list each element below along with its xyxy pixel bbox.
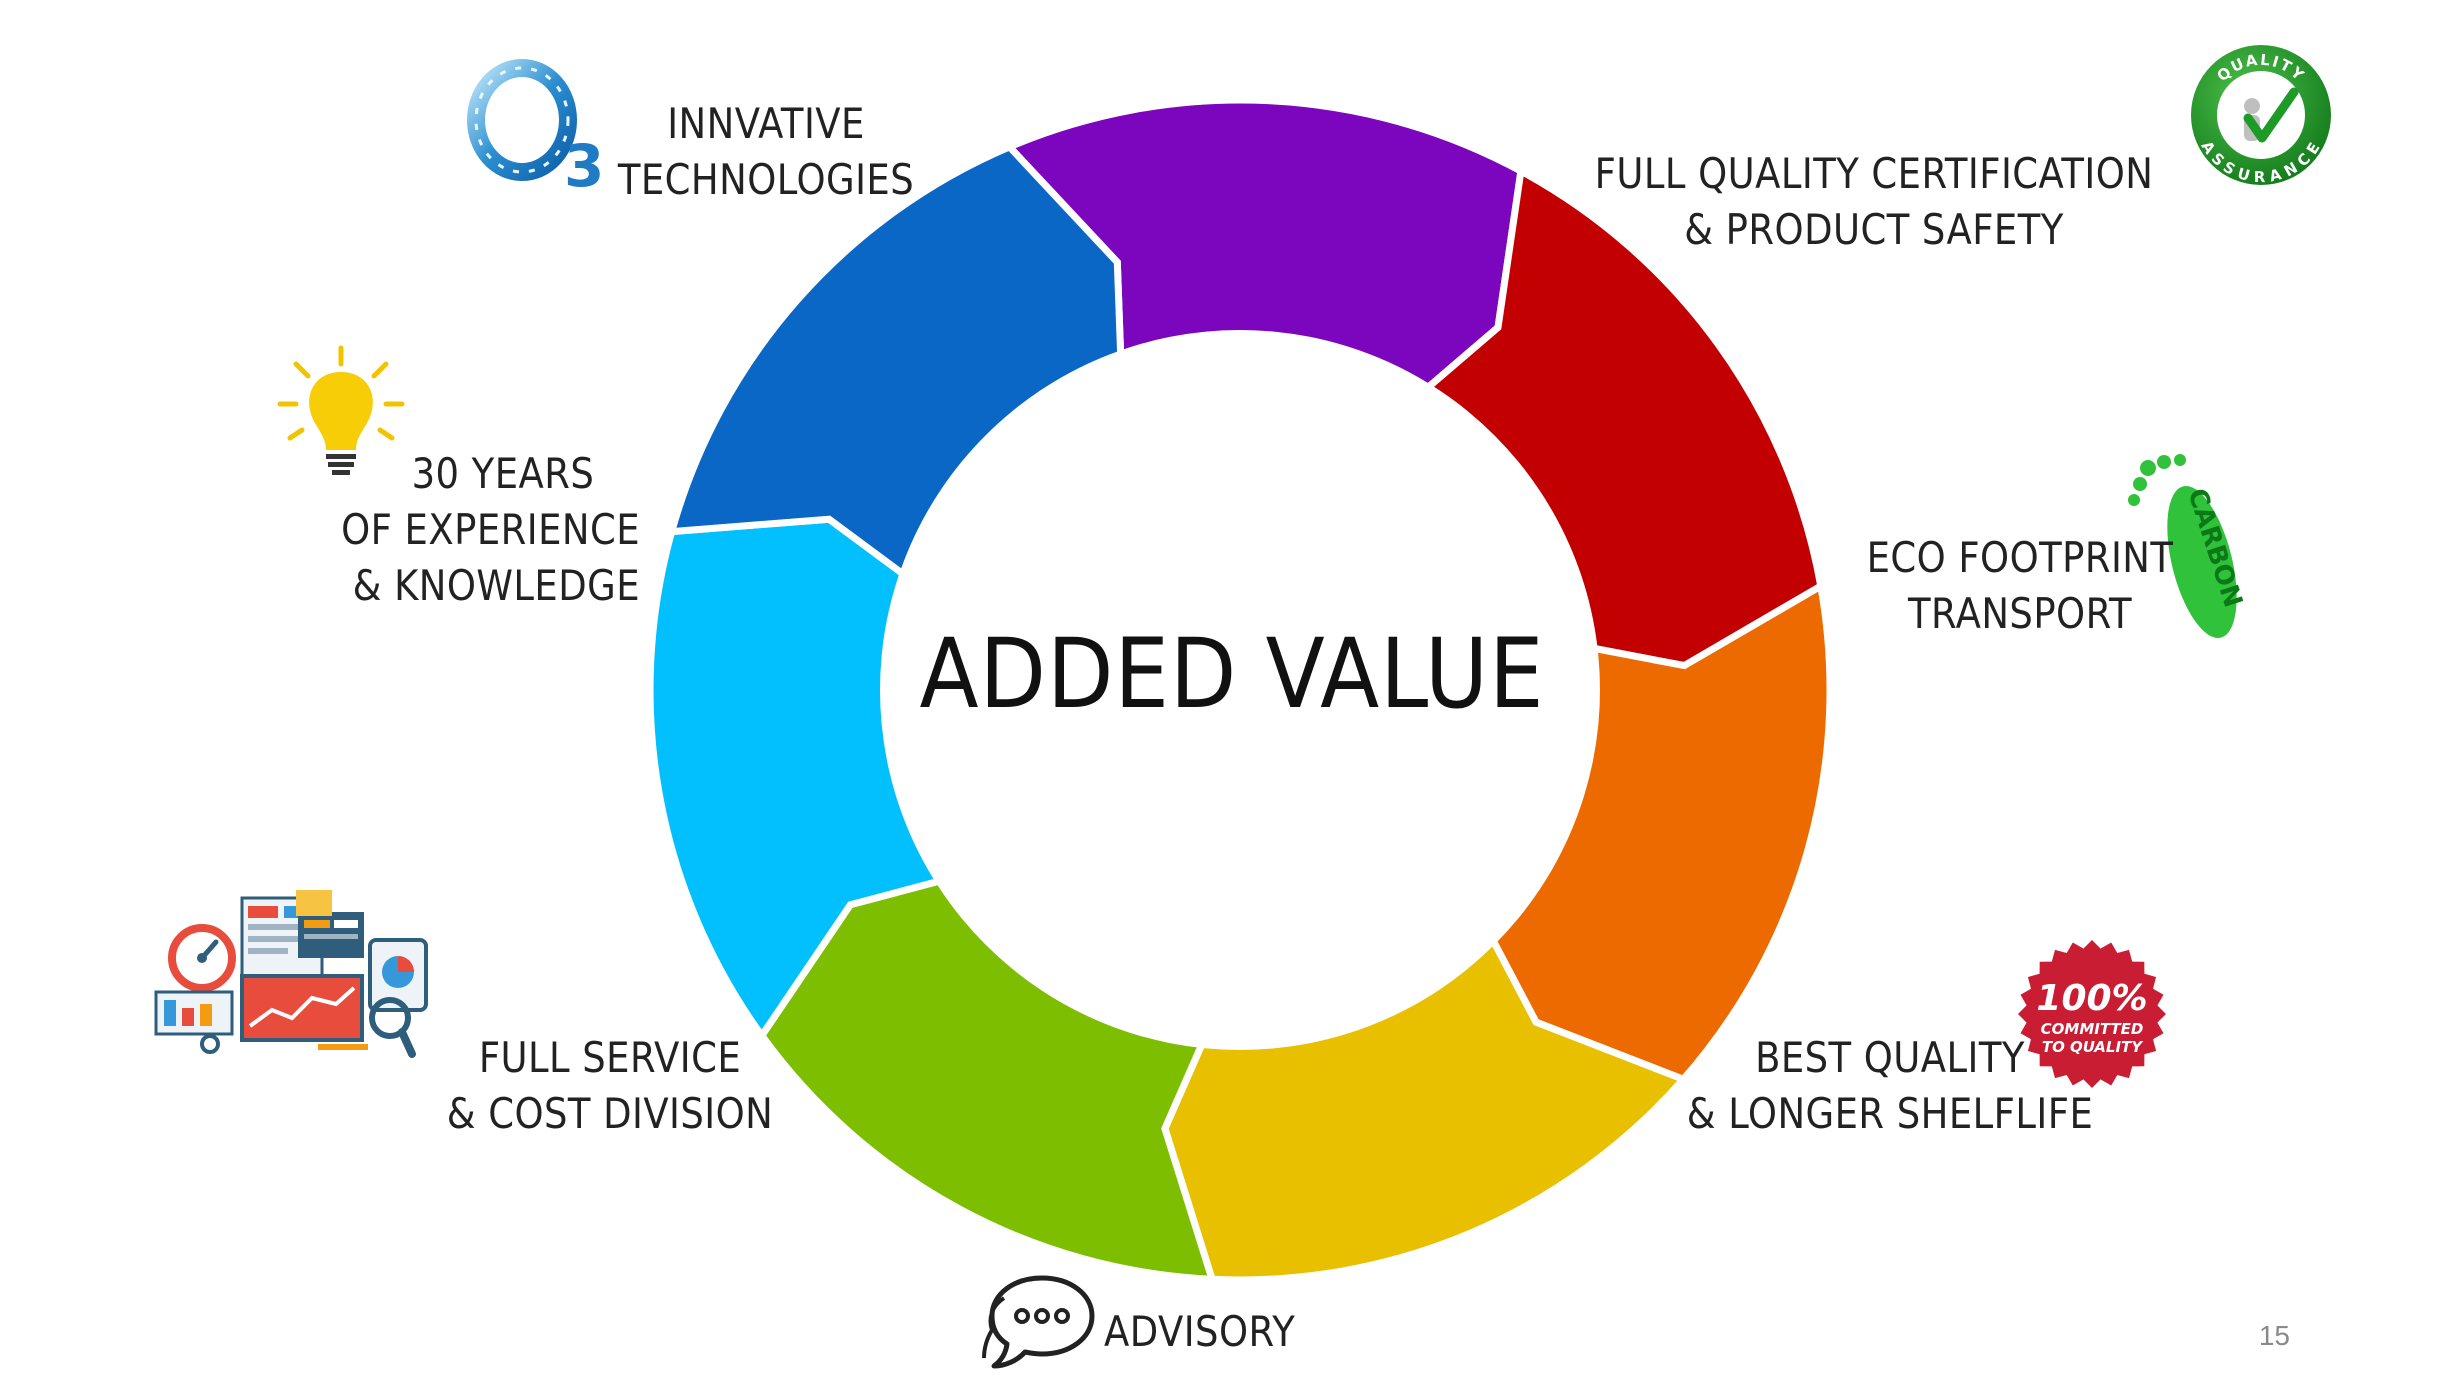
- committed-quality-seal-icon: 100% COMMITTED TO QUALITY: [2018, 940, 2166, 1088]
- label-line: TECHNOLOGIES: [617, 155, 915, 204]
- seal-line1: COMMITTED: [2041, 1020, 2144, 1038]
- seal-line2: TO QUALITY: [2042, 1038, 2144, 1056]
- label-line: FULL QUALITY CERTIFICATION: [1594, 149, 2154, 198]
- label-innovative-technologies: INNVATIVE TECHNOLOGIES: [608, 96, 925, 208]
- center-label: ADDED VALUE: [919, 618, 1545, 730]
- label-advisory: ADVISORY: [1104, 1304, 1295, 1360]
- label-line: TRANSPORT: [1907, 589, 2133, 638]
- label-line: FULL SERVICE: [478, 1033, 742, 1082]
- label-eco-footprint: ECO FOOTPRINT TRANSPORT: [1826, 530, 2213, 642]
- label-line: ECO FOOTPRINT: [1866, 533, 2174, 582]
- page-number: 15: [2258, 1320, 2290, 1351]
- label-quality-certification: FULL QUALITY CERTIFICATION & PRODUCT SAF…: [1566, 146, 2182, 258]
- label-line: & PRODUCT SAFETY: [1684, 205, 2064, 254]
- label-line: ADVISORY: [1104, 1307, 1296, 1356]
- label-line: & KNOWLEDGE: [352, 561, 640, 610]
- label-experience: 30 YEARS OF EXPERIENCE & KNOWLEDGE: [299, 446, 640, 614]
- analytics-dashboard-icon: [154, 890, 428, 1058]
- ozone-digit: 3: [564, 132, 604, 198]
- carbon-footprint-icon: CARBON: [2128, 454, 2248, 639]
- quality-assurance-badge-icon: QUALITY ASSURANCE: [2191, 45, 2331, 186]
- label-full-service: FULL SERVICE & COST DIVISION: [416, 1030, 803, 1142]
- speech-bubble-icon: [982, 1275, 1095, 1369]
- ozone-water-icon: 3: [467, 59, 604, 198]
- lightbulb-icon: [277, 345, 405, 475]
- label-line: OF EXPERIENCE: [341, 505, 640, 554]
- center-hole: [880, 330, 1600, 1050]
- seal-percent: 100%: [2036, 978, 2147, 1019]
- label-line: 30 YEARS: [411, 449, 595, 498]
- label-line: INNVATIVE: [667, 99, 865, 148]
- label-line: BEST QUALITY: [1755, 1033, 2025, 1082]
- label-line: & COST DIVISION: [446, 1089, 774, 1138]
- label-line: & LONGER SHELFLIFE: [1686, 1089, 2094, 1138]
- label-best-quality: BEST QUALITY & LONGER SHELFLIFE: [1652, 1030, 2127, 1142]
